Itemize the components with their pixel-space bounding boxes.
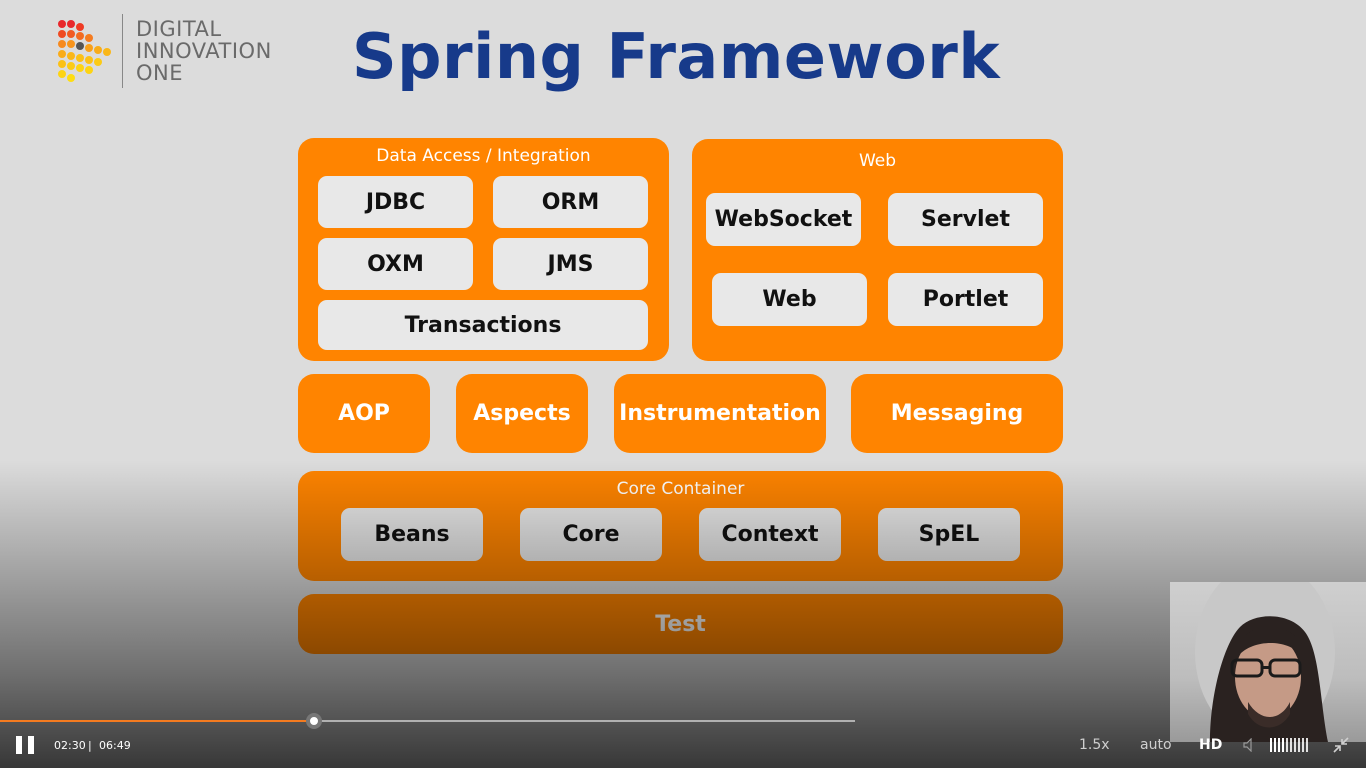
- volume-level-bar: [1270, 738, 1272, 752]
- module-servlet: Servlet: [888, 193, 1043, 246]
- instrumentation-block: Instrumentation: [614, 374, 826, 453]
- module-core: Core: [520, 508, 662, 561]
- logo-divider: [122, 14, 123, 88]
- volume-slider[interactable]: [1270, 738, 1310, 752]
- progress-bar[interactable]: [0, 713, 855, 729]
- messaging-block: Messaging: [851, 374, 1063, 453]
- volume-level-bar: [1290, 738, 1292, 752]
- module-context: Context: [699, 508, 841, 561]
- current-time: 02:30: [54, 739, 86, 752]
- module-websocket: WebSocket: [706, 193, 861, 246]
- volume-level-bar: [1278, 738, 1280, 752]
- module-beans: Beans: [341, 508, 483, 561]
- time-separator: |: [88, 739, 92, 752]
- module-jms: JMS: [493, 238, 648, 290]
- hd-button[interactable]: HD: [1199, 737, 1223, 753]
- module-transactions: Transactions: [318, 300, 648, 350]
- module-orm: ORM: [493, 176, 648, 228]
- pause-icon-bar: [28, 736, 34, 754]
- logo-text: DIGITAL INNOVATION ONE: [136, 18, 272, 84]
- logo-line-1: DIGITAL: [136, 17, 222, 41]
- slide-title: Spring Framework: [352, 20, 1001, 93]
- volume-level-bar: [1298, 738, 1300, 752]
- progress-played: [0, 720, 314, 722]
- volume-level-bar: [1274, 738, 1276, 752]
- web-block: Web WebSocket Servlet Web Portlet: [692, 139, 1063, 361]
- volume-level-bar: [1302, 738, 1304, 752]
- test-label: Test: [655, 611, 706, 637]
- logo-line-2: INNOVATION: [136, 39, 272, 63]
- volume-level-bar: [1282, 738, 1284, 752]
- pause-button[interactable]: [16, 736, 36, 754]
- exit-fullscreen-icon[interactable]: [1332, 736, 1350, 754]
- logo-dots-icon: [58, 20, 111, 82]
- aspects-label: Aspects: [473, 401, 571, 426]
- pause-icon: [16, 736, 22, 754]
- module-oxm: OXM: [318, 238, 473, 290]
- module-web: Web: [712, 273, 867, 326]
- digital-innovation-one-logo: DIGITAL INNOVATION ONE: [56, 14, 296, 90]
- data-access-label: Data Access / Integration: [376, 146, 591, 166]
- player-control-bar: 02:30 | 06:49 1.5x auto HD: [0, 730, 1366, 768]
- presenter-webcam: [1170, 582, 1366, 742]
- module-spel: SpEL: [878, 508, 1020, 561]
- aspects-block: Aspects: [456, 374, 588, 453]
- test-block: Test: [298, 594, 1063, 654]
- volume-level-bar: [1286, 738, 1288, 752]
- playback-speed-button[interactable]: 1.5x: [1079, 737, 1110, 753]
- aop-block: AOP: [298, 374, 430, 453]
- total-time: 06:49: [99, 739, 131, 752]
- web-label: Web: [858, 151, 897, 171]
- volume-level-bar: [1306, 738, 1308, 752]
- presenter-avatar-icon: [1195, 582, 1335, 742]
- volume-level-bar: [1294, 738, 1296, 752]
- quality-auto-button[interactable]: auto: [1140, 737, 1172, 753]
- logo-line-3: ONE: [136, 61, 184, 85]
- module-portlet: Portlet: [888, 273, 1043, 326]
- messaging-label: Messaging: [890, 401, 1024, 426]
- instrumentation-label: Instrumentation: [619, 401, 821, 426]
- core-container-label: Core Container: [616, 479, 745, 499]
- progress-handle[interactable]: [305, 713, 322, 729]
- aop-label: AOP: [338, 401, 390, 426]
- core-container-block: Core Container Beans Core Context SpEL: [298, 471, 1063, 581]
- volume-icon[interactable]: [1243, 738, 1257, 752]
- module-jdbc: JDBC: [318, 176, 473, 228]
- data-access-block: Data Access / Integration JDBC ORM OXM J…: [298, 138, 669, 361]
